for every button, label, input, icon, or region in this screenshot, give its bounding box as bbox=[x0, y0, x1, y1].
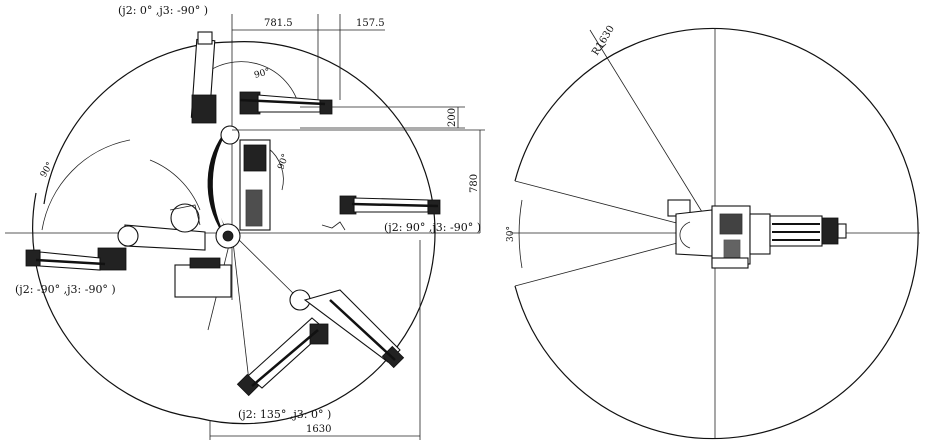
angle-arc-top bbox=[199, 61, 301, 111]
construction-line-1 bbox=[231, 232, 301, 301]
angle-arc-left-inner bbox=[149, 159, 201, 211]
pose-label-bottom: (j2: 135° ,j3: 0° ) bbox=[238, 408, 331, 421]
radius-line bbox=[589, 29, 716, 234]
angle-arc-inner bbox=[267, 147, 284, 191]
pose-right-arm bbox=[239, 139, 441, 231]
angle-label-left: 90° bbox=[39, 161, 56, 180]
dim-label-780: 780 bbox=[469, 174, 480, 193]
top-workspace-circle bbox=[514, 27, 919, 440]
workspace-envelope-lower bbox=[32, 192, 199, 419]
shoulder-joint-center bbox=[222, 230, 234, 242]
dim-label-200: 200 bbox=[447, 108, 458, 127]
pose-label-top: (j2: 0° ,j3: -90° ) bbox=[118, 4, 208, 17]
sector-angle-arc bbox=[518, 199, 523, 269]
angle-arc-left bbox=[41, 139, 131, 231]
pose-label-left: (j2: -90° ,j3: -90° ) bbox=[15, 283, 116, 296]
workspace-envelope-outer bbox=[197, 41, 436, 425]
pose-left-arm bbox=[25, 203, 206, 271]
robot-base-top bbox=[189, 257, 221, 269]
dim-label-1630: 1630 bbox=[306, 424, 331, 435]
sector-angle-label: 30° bbox=[506, 226, 516, 242]
side-view: (j2: 0° ,j3: -90° ) (j2: 90° ,j3: -90° )… bbox=[5, 4, 485, 440]
robot-top-view bbox=[667, 199, 847, 269]
radius-arrow bbox=[599, 43, 607, 51]
pose-label-right: (j2: 90° ,j3: -90° ) bbox=[384, 221, 481, 234]
dim-label-157: 157.5 bbox=[356, 18, 385, 29]
pose-bottom-arm bbox=[236, 289, 405, 397]
top-view: R1630 30° bbox=[506, 24, 920, 440]
dim-label-781: 781.5 bbox=[264, 18, 293, 29]
elbow-joint-top bbox=[220, 125, 240, 145]
construction-line-3 bbox=[231, 232, 251, 391]
workspace-envelope-upper bbox=[43, 41, 233, 205]
angle-label-inner: 90° bbox=[276, 153, 291, 171]
angle-label-top: 90° bbox=[253, 67, 271, 81]
pose-top-arm bbox=[190, 31, 333, 124]
robot-base bbox=[174, 264, 232, 298]
